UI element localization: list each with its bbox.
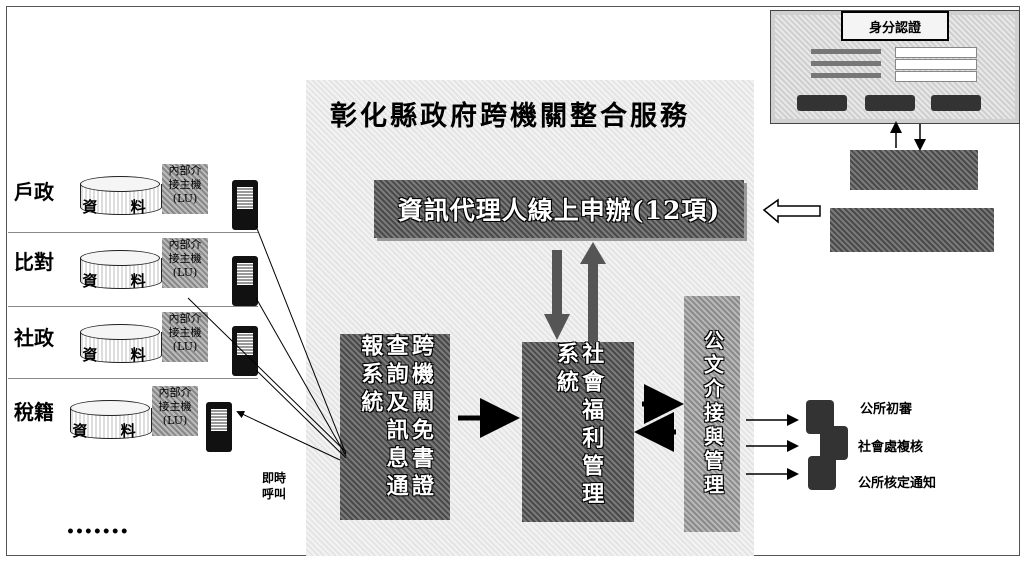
person-icon (820, 426, 848, 460)
up-arrow-shaft (588, 262, 598, 342)
result-office-review: 公所初審 (860, 402, 913, 417)
connector-line (255, 225, 347, 455)
source-label-household: 戶政 (14, 180, 54, 204)
hollow-arrow (762, 198, 821, 224)
social-welfare-system-box: 社會福利管理系統 (522, 342, 634, 522)
identity-auth-tab: 身分認證 (841, 11, 949, 41)
row-divider (8, 306, 258, 307)
login-button (797, 95, 847, 111)
down-arrow-shaft (552, 250, 562, 316)
user-block (830, 208, 994, 252)
row-divider (8, 378, 258, 379)
interface-host: 內部介接主機(LU) (162, 238, 208, 288)
identity-login-screenshot: 身分認證 (770, 10, 1020, 124)
interface-host: 內部介接主機(LU) (162, 164, 208, 214)
database-icon: 資 料 (80, 176, 162, 220)
database-icon: 資 料 (70, 400, 152, 444)
terminal-device-icon (206, 402, 232, 452)
interface-host: 內部介接主機(LU) (162, 312, 208, 362)
terminal-device-icon (232, 180, 258, 230)
result-office-approval: 公所核定通知 (858, 476, 937, 491)
up-arrow-head (580, 242, 606, 264)
database-icon: 資 料 (80, 250, 162, 294)
person-icon (808, 456, 836, 490)
more-ellipsis: ••••••• (66, 524, 129, 540)
terminal-device-icon (232, 256, 258, 306)
login-button (931, 95, 981, 111)
source-label-compare: 比對 (14, 250, 54, 274)
row-divider (8, 232, 258, 233)
down-arrow-head (544, 314, 570, 340)
connector-line (255, 297, 347, 457)
connector-line (187, 297, 347, 453)
login-button (865, 95, 915, 111)
source-label-social: 社政 (14, 326, 54, 350)
realtime-call-label: 即時呼叫 (262, 471, 287, 501)
interface-host: 內部介接主機(LU) (152, 386, 198, 436)
online-application-banner: 資訊代理人線上申辦(12項) (374, 180, 744, 238)
verification-block (850, 150, 978, 190)
database-icon: 資 料 (80, 324, 162, 368)
cross-agency-query-system-box: 跨機關免書證查詢及訊息通報系統 (340, 334, 450, 520)
diagram-title: 彰化縣政府跨機關整合服務 (330, 101, 690, 132)
result-social-dept-recheck: 社會處複核 (858, 440, 924, 455)
connector-line (255, 369, 347, 459)
source-label-tax: 稅籍 (14, 400, 54, 424)
connector-line (236, 410, 341, 461)
document-exchange-box: 公文介接與管理 (684, 296, 740, 532)
